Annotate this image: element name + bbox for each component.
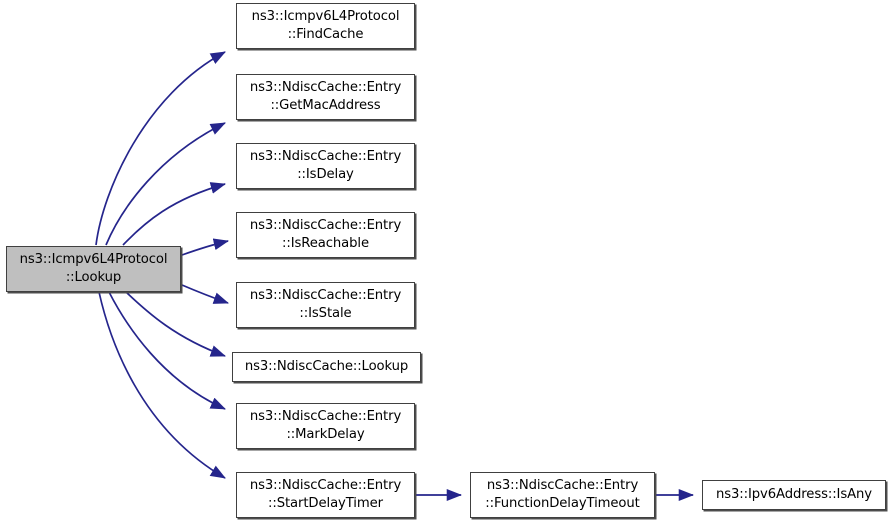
node-ndisccache-entry-functiondelaytimeout[interactable]: ns3::NdiscCache::Entry ::FunctionDelayTi… — [470, 472, 655, 518]
node-ndisccache-lookup[interactable]: ns3::NdiscCache::Lookup — [232, 352, 421, 382]
node-label: ns3::NdiscCache::Entry ::IsStale — [249, 288, 402, 321]
edge-root-to-findcache — [95, 51, 226, 246]
edge-root-to-isdelay — [122, 182, 226, 246]
node-label: ns3::Ipv6Address::IsAny — [715, 487, 872, 503]
node-root-icmpv6l4protocol-lookup[interactable]: ns3::Icmpv6L4Protocol ::Lookup — [6, 246, 181, 292]
edge-root-to-isreachable — [181, 238, 229, 256]
node-ndisccache-entry-isstale[interactable]: ns3::NdiscCache::Entry ::IsStale — [236, 282, 415, 328]
node-ndisccache-entry-startdelaytimer[interactable]: ns3::NdiscCache::Entry ::StartDelayTimer — [236, 472, 415, 518]
node-icmpv6l4protocol-findcache[interactable]: ns3::Icmpv6L4Protocol ::FindCache — [236, 3, 415, 49]
node-label: ns3::Icmpv6L4Protocol ::Lookup — [19, 252, 168, 285]
node-ndisccache-entry-markdelay[interactable]: ns3::NdiscCache::Entry ::MarkDelay — [236, 403, 415, 449]
edge-root-to-isstale — [181, 284, 229, 304]
node-label: ns3::NdiscCache::Entry ::IsDelay — [249, 149, 402, 182]
edge-root-to-ndisclookup — [125, 291, 226, 357]
node-label: ns3::Icmpv6L4Protocol ::FindCache — [251, 9, 400, 42]
node-label: ns3::NdiscCache::Entry ::IsReachable — [249, 218, 402, 251]
node-label: ns3::NdiscCache::Entry ::MarkDelay — [249, 409, 402, 442]
node-ndisccache-entry-isdelay[interactable]: ns3::NdiscCache::Entry ::IsDelay — [236, 143, 415, 189]
node-label: ns3::NdiscCache::Entry ::FunctionDelayTi… — [485, 478, 640, 511]
node-label: ns3::NdiscCache::Entry ::GetMacAddress — [249, 80, 402, 113]
node-ipv6address-isany[interactable]: ns3::Ipv6Address::IsAny — [702, 480, 886, 510]
edge-root-to-startdelaytimer — [98, 291, 226, 479]
node-ndisccache-entry-isreachable[interactable]: ns3::NdiscCache::Entry ::IsReachable — [236, 212, 415, 258]
node-label: ns3::NdiscCache::Lookup — [244, 359, 409, 375]
node-label: ns3::NdiscCache::Entry ::StartDelayTimer — [249, 478, 402, 511]
node-ndisccache-entry-getmacaddress[interactable]: ns3::NdiscCache::Entry ::GetMacAddress — [236, 74, 415, 120]
edge-root-to-getmacaddress — [105, 122, 226, 246]
edge-root-to-markdelay — [108, 291, 226, 410]
